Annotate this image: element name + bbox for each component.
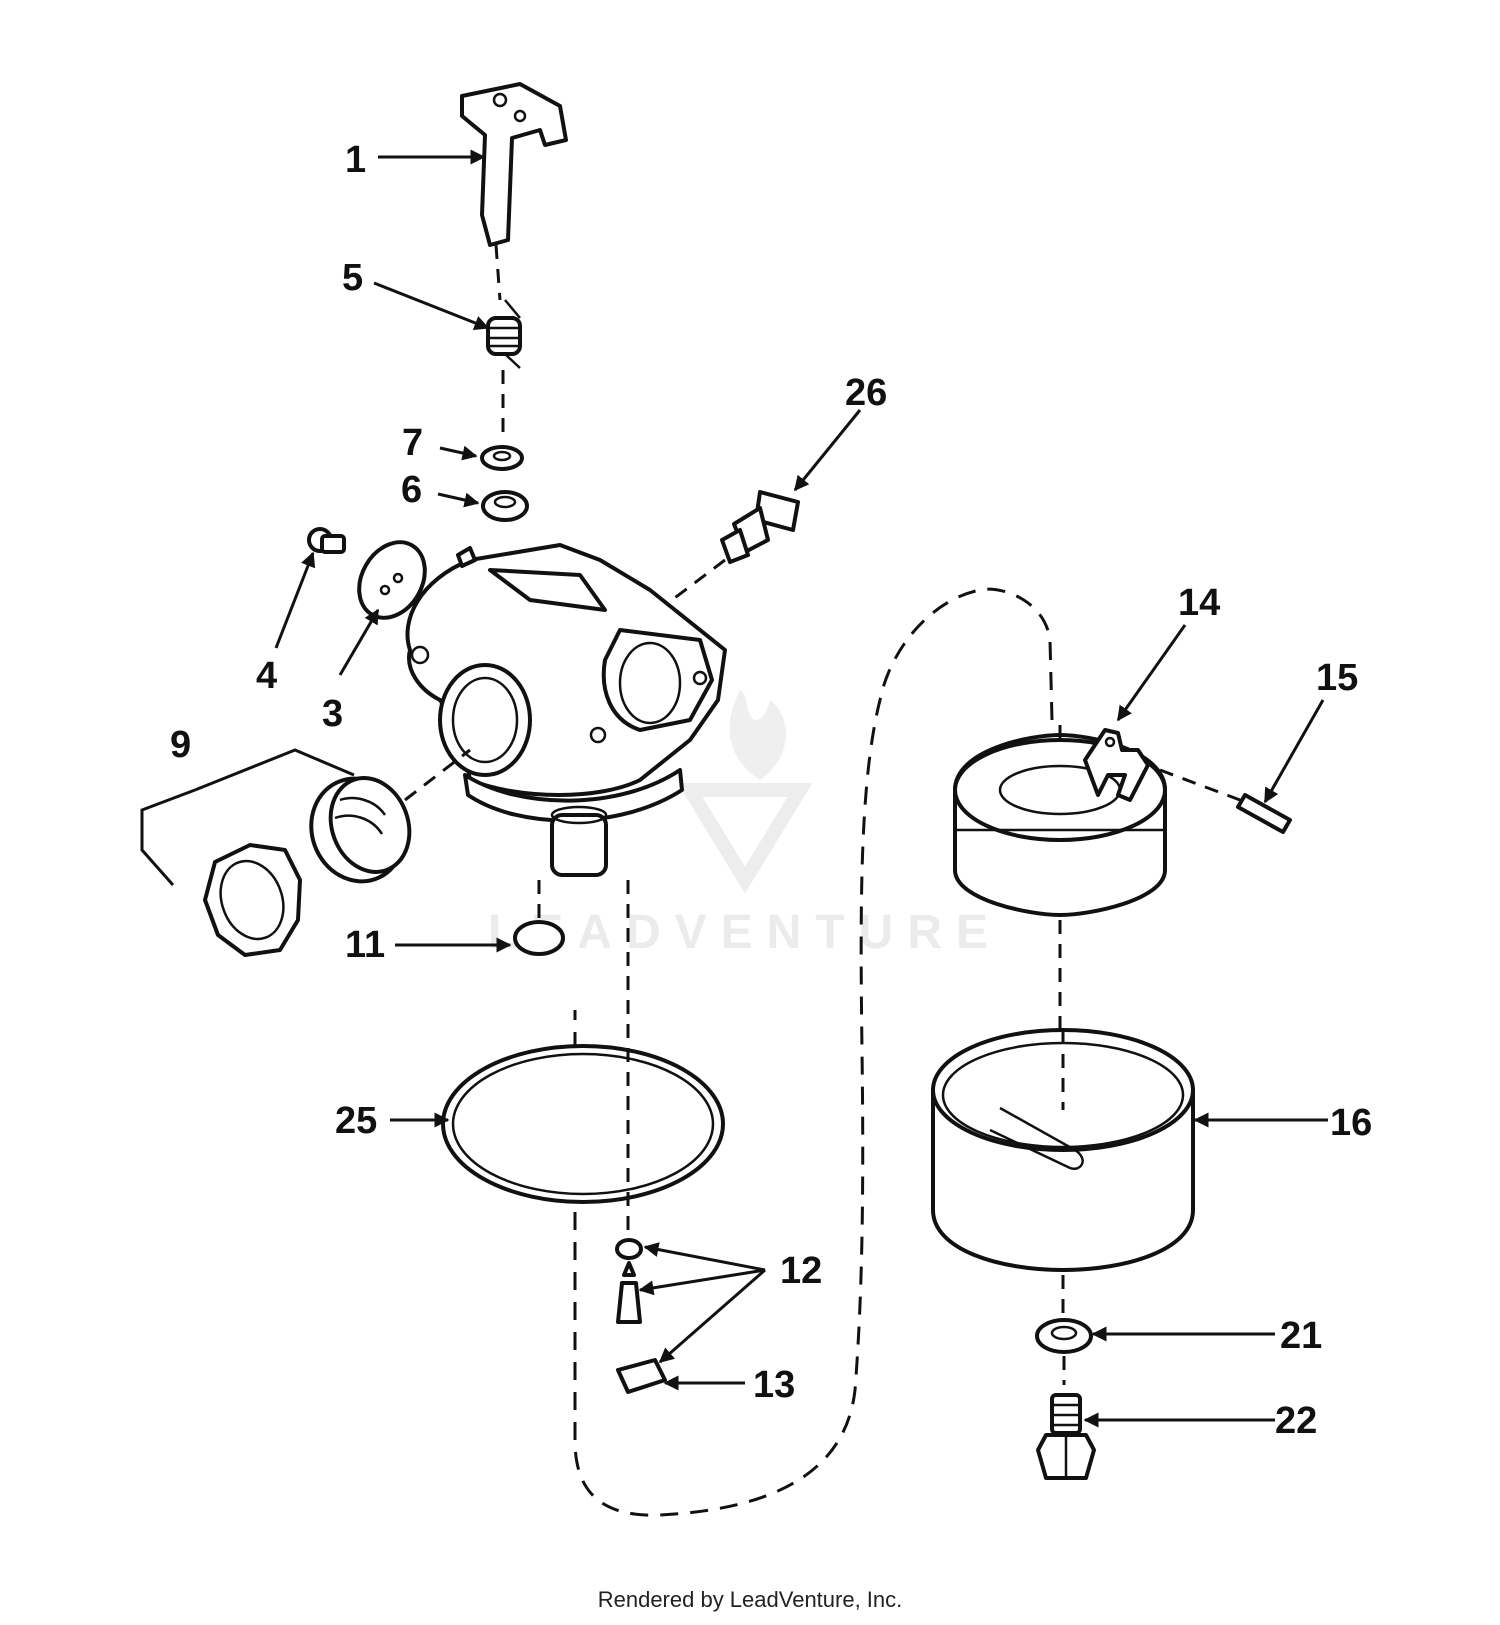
bowl-gasket: [441, 1044, 725, 1204]
label-25: 25: [335, 1100, 377, 1142]
float-pin: [1159, 768, 1292, 834]
float: [953, 725, 1167, 1030]
screw: [307, 527, 346, 554]
label-15: 15: [1316, 657, 1358, 699]
connector-loop: [573, 587, 1054, 1517]
spring: [486, 299, 522, 440]
primer-dash: [404, 748, 471, 802]
label-7: 7: [402, 422, 423, 464]
label-22: 22: [1275, 1400, 1317, 1442]
label-9: 9: [170, 724, 191, 766]
needle-valve: [615, 1238, 643, 1324]
clip: [616, 1358, 667, 1394]
fitting: [671, 490, 800, 602]
watermark: LEADVENTURE: [488, 690, 1002, 959]
label-4: 4: [256, 655, 277, 697]
label-14: 14: [1178, 582, 1220, 624]
label-3: 3: [322, 693, 343, 735]
label-21: 21: [1280, 1315, 1322, 1357]
label-11: 11: [345, 924, 385, 966]
seal: [481, 490, 529, 522]
part-labels: 1 5 26 7 6 4 3 9 14 15 11 25 16 12 13 21…: [170, 139, 1372, 1442]
label-6: 6: [401, 469, 422, 511]
label-26: 26: [845, 372, 887, 414]
float-bowl: [931, 1028, 1195, 1320]
primer-retainer: [203, 843, 302, 957]
label-1: 1: [345, 139, 366, 181]
label-16: 16: [1330, 1102, 1372, 1144]
label-5: 5: [342, 257, 363, 299]
leader-lines: [140, 149, 1328, 1428]
label-12: 12: [780, 1250, 822, 1292]
washer: [480, 445, 524, 471]
throttle-lever: [460, 82, 568, 301]
small-seal: [513, 880, 565, 956]
watermark-text: LEADVENTURE: [488, 906, 1002, 959]
footer-credit: Rendered by LeadVenture, Inc.: [597, 1587, 903, 1612]
carburetor-body: [405, 543, 727, 877]
bowl-washer: [1035, 1318, 1093, 1385]
label-13: 13: [753, 1364, 795, 1406]
bowl-nut: [1036, 1393, 1096, 1480]
primer-bulb: [309, 776, 412, 884]
